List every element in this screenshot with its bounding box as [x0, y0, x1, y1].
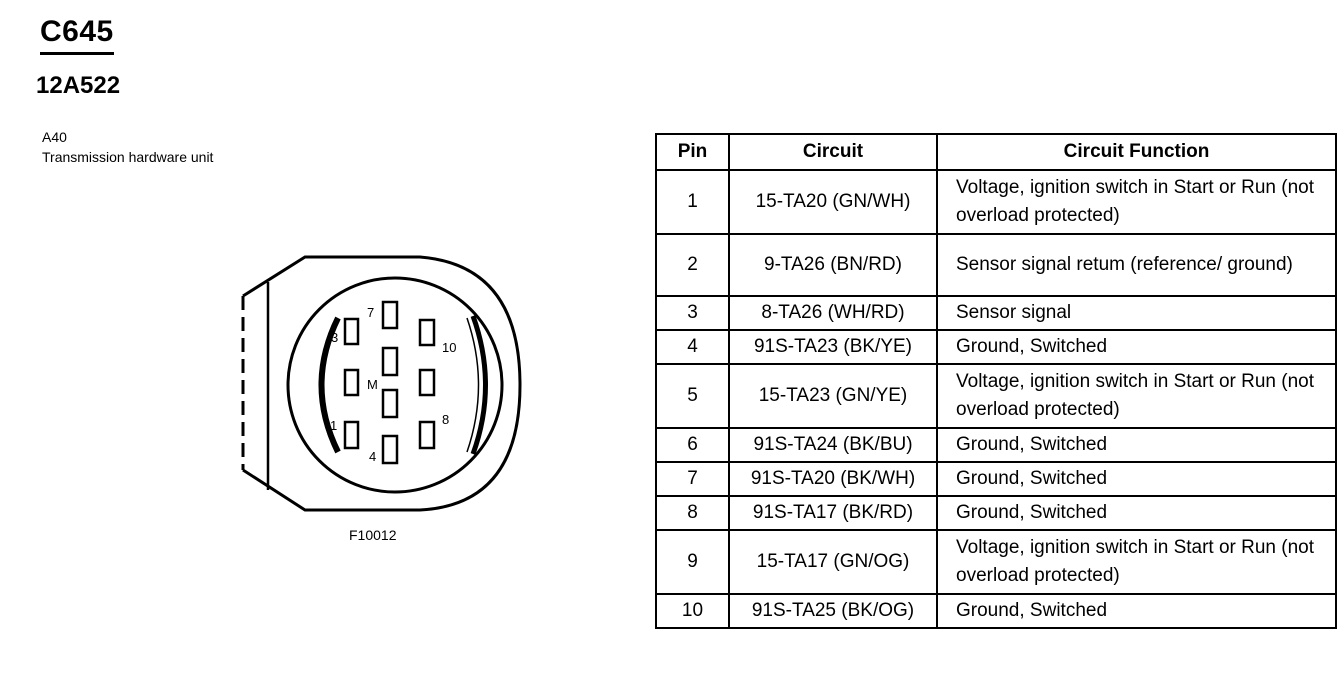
cell-circuit: 91S-TA17 (BK/RD) — [728, 495, 938, 531]
pin-socket — [418, 368, 436, 397]
table-header-row: Pin Circuit Circuit Function — [655, 133, 1337, 171]
header-pin: Pin — [655, 133, 730, 171]
cell-circuit: 15-TA17 (GN/OG) — [728, 529, 938, 595]
cell-pin: 5 — [655, 363, 730, 429]
pin-socket — [343, 368, 360, 397]
connector-id: C645 — [40, 14, 114, 55]
cell-function: Ground, Switched — [936, 495, 1337, 531]
table-row: 2 9-TA26 (BN/RD) Sensor signal retum (re… — [655, 233, 1337, 297]
cell-pin: 8 — [655, 495, 730, 531]
pin-label-m: M — [367, 377, 378, 392]
left-key — [318, 316, 341, 454]
component-name: Transmission hardware unit — [42, 149, 214, 165]
cell-function: Ground, Switched — [936, 461, 1337, 497]
cell-pin: 3 — [655, 295, 730, 331]
cell-circuit: 91S-TA25 (BK/OG) — [728, 593, 938, 629]
header-circuit-function: Circuit Function — [936, 133, 1337, 171]
cell-pin: 10 — [655, 593, 730, 629]
pin-socket — [381, 346, 399, 377]
cell-pin: 1 — [655, 169, 730, 235]
cell-circuit: 9-TA26 (BN/RD) — [728, 233, 938, 297]
pin-label-10: 10 — [442, 340, 456, 355]
pin-label-7: 7 — [367, 305, 374, 320]
pin-socket — [418, 420, 436, 450]
right-key-outline — [466, 317, 480, 453]
pin-socket — [418, 318, 436, 347]
cell-pin: 2 — [655, 233, 730, 297]
cell-function: Ground, Switched — [936, 329, 1337, 365]
cell-pin: 6 — [655, 427, 730, 463]
pin-socket — [381, 300, 399, 330]
pin-label-8: 8 — [442, 412, 449, 427]
figure-id: F10012 — [349, 527, 397, 543]
connector-diagram: 7 3 10 M 1 8 4 — [241, 255, 522, 512]
pin-socket — [343, 317, 360, 346]
table-row: 6 91S-TA24 (BK/BU) Ground, Switched — [655, 427, 1337, 463]
pin-label-4: 4 — [369, 449, 376, 464]
pin-label-3: 3 — [331, 330, 338, 345]
table-row: 9 15-TA17 (GN/OG) Voltage, ignition swit… — [655, 529, 1337, 595]
table-row: 5 15-TA23 (GN/YE) Voltage, ignition swit… — [655, 363, 1337, 429]
cell-function: Voltage, ignition switch in Start or Run… — [936, 529, 1337, 595]
cell-function: Ground, Switched — [936, 427, 1337, 463]
cell-function: Sensor signal retum (reference/ ground) — [936, 233, 1337, 297]
table-row: 3 8-TA26 (WH/RD) Sensor signal — [655, 295, 1337, 331]
cell-pin: 7 — [655, 461, 730, 497]
cell-function: Voltage, ignition switch in Start or Run… — [936, 169, 1337, 235]
table-row: 4 91S-TA23 (BK/YE) Ground, Switched — [655, 329, 1337, 365]
cell-pin: 9 — [655, 529, 730, 595]
cell-circuit: 15-TA23 (GN/YE) — [728, 363, 938, 429]
cell-function: Ground, Switched — [936, 593, 1337, 629]
table-row: 8 91S-TA17 (BK/RD) Ground, Switched — [655, 495, 1337, 531]
connector-housing — [242, 255, 522, 512]
cell-circuit: 8-TA26 (WH/RD) — [728, 295, 938, 331]
cell-circuit: 91S-TA20 (BK/WH) — [728, 461, 938, 497]
cell-function: Voltage, ignition switch in Start or Run… — [936, 363, 1337, 429]
cell-circuit: 91S-TA23 (BK/YE) — [728, 329, 938, 365]
cell-circuit: 15-TA20 (GN/WH) — [728, 169, 938, 235]
pin-table: Pin Circuit Circuit Function 1 15-TA20 (… — [655, 133, 1337, 629]
cell-pin: 4 — [655, 329, 730, 365]
table-row: 1 15-TA20 (GN/WH) Voltage, ignition swit… — [655, 169, 1337, 235]
part-number: 12A522 — [36, 72, 121, 99]
component-code: A40 — [42, 129, 67, 145]
header-circuit: Circuit — [728, 133, 938, 171]
cell-function: Sensor signal — [936, 295, 1337, 331]
right-key — [470, 315, 488, 455]
connector-face — [286, 276, 504, 494]
table-row: 10 91S-TA25 (BK/OG) Ground, Switched — [655, 593, 1337, 629]
pin-socket — [343, 420, 360, 450]
pin-socket — [381, 434, 399, 465]
table-row: 7 91S-TA20 (BK/WH) Ground, Switched — [655, 461, 1337, 497]
pin-socket — [381, 388, 399, 419]
pin-label-1: 1 — [330, 418, 337, 433]
cell-circuit: 91S-TA24 (BK/BU) — [728, 427, 938, 463]
